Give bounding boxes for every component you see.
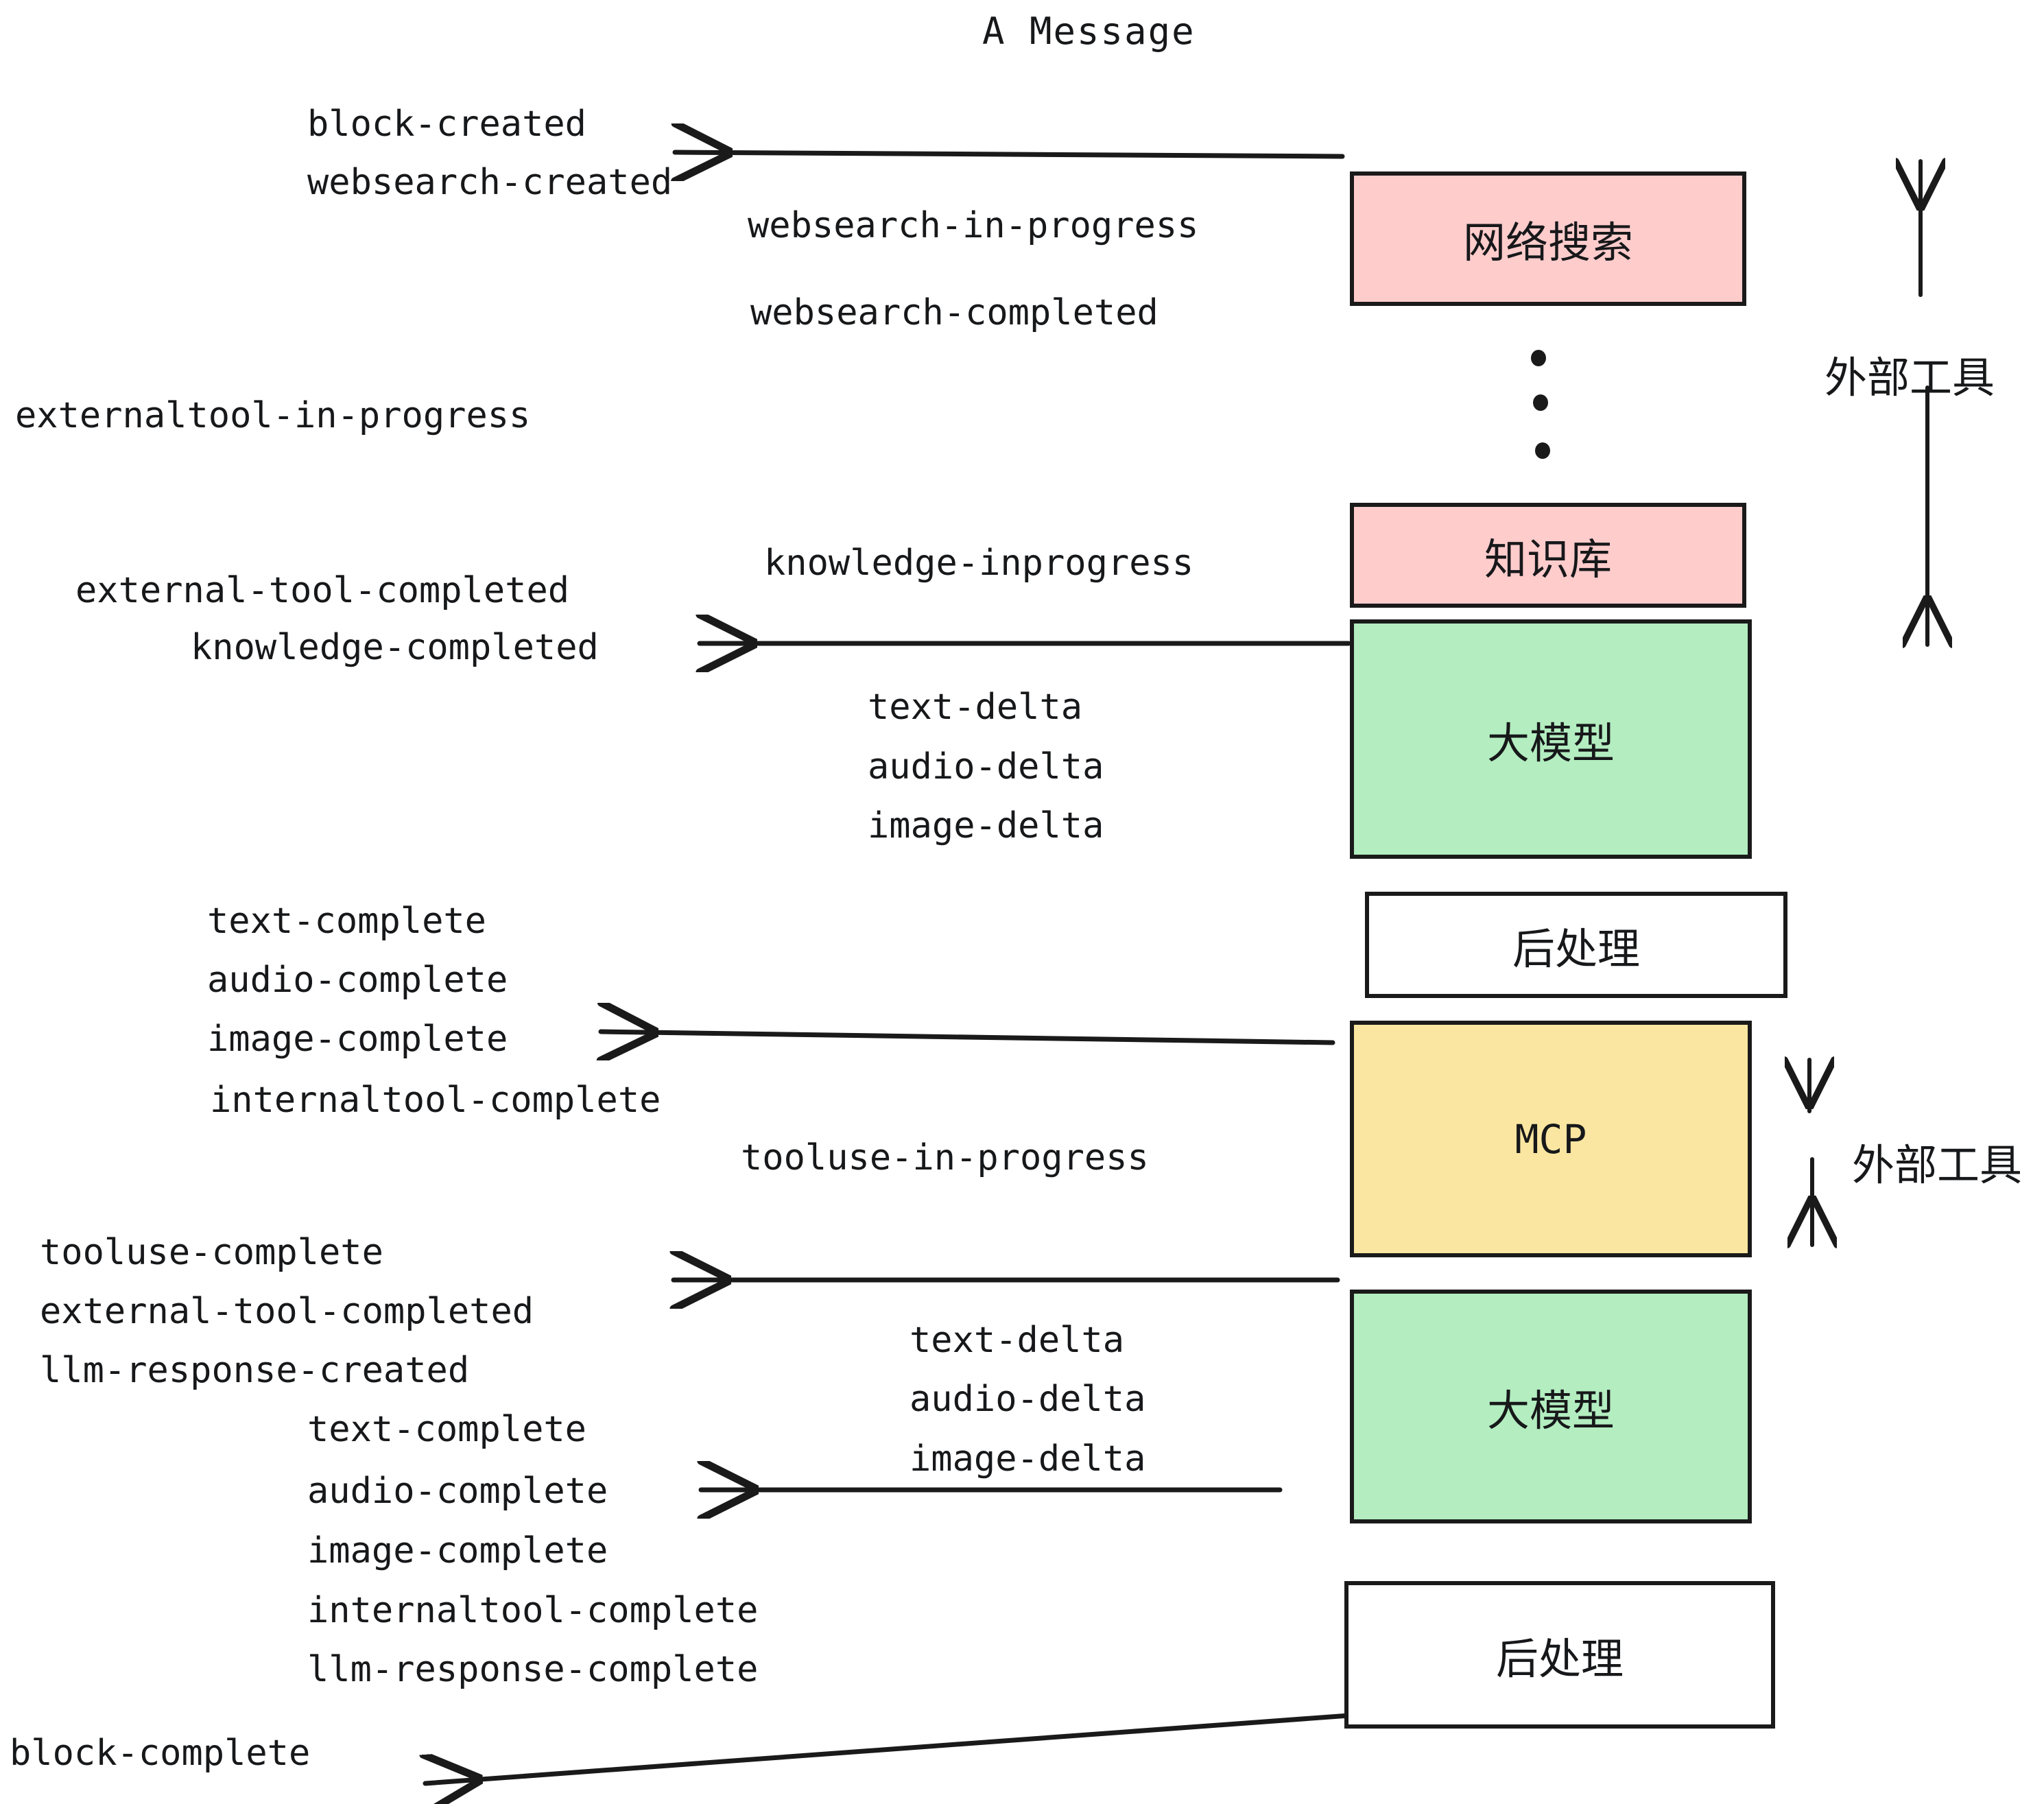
arrow-block-created — [675, 152, 1345, 156]
event-audio-complete-2: audio-complete — [307, 1471, 608, 1512]
event-internaltool-complete-2: internaltool-complete — [307, 1590, 759, 1631]
event-externaltool-in-progress: externaltool-in-progress — [15, 395, 531, 436]
box-mcp: MCP — [1350, 1021, 1752, 1257]
box-llm-top: 大模型 — [1350, 619, 1752, 859]
arrow-block-complete — [425, 1712, 1361, 1783]
event-tooluse-in-progress: tooluse-in-progress — [741, 1137, 1149, 1178]
box-websearch: 网络搜索 — [1350, 171, 1746, 306]
event-internaltool-complete-1: internaltool-complete — [210, 1080, 661, 1121]
page-title: A Message — [982, 10, 1196, 53]
box-knowledge: 知识库 — [1350, 503, 1746, 608]
event-image-complete-1: image-complete — [207, 1019, 508, 1060]
box-llm-bottom: 大模型 — [1350, 1290, 1752, 1523]
event-image-delta-2: image-delta — [910, 1438, 1146, 1480]
event-websearch-created: websearch-created — [307, 162, 673, 203]
label-external-tools-bottom: 外部工具 — [1852, 1140, 2023, 1190]
event-text-delta-2: text-delta — [910, 1320, 1125, 1361]
event-audio-complete-1: audio-complete — [207, 960, 508, 1001]
event-audio-delta-1: audio-delta — [868, 746, 1104, 787]
box-post-bottom: 后处理 — [1344, 1581, 1775, 1729]
event-text-complete-2: text-complete — [307, 1409, 586, 1450]
event-text-complete-1: text-complete — [207, 901, 486, 942]
event-llm-response-complete: llm-response-complete — [307, 1649, 759, 1690]
event-block-complete: block-complete — [10, 1733, 311, 1774]
event-image-delta-1: image-delta — [868, 805, 1104, 846]
event-block-created: block-created — [307, 104, 586, 145]
label-external-tools-top: 外部工具 — [1825, 353, 1995, 403]
event-audio-delta-2: audio-delta — [910, 1379, 1146, 1420]
box-post-top: 后处理 — [1365, 892, 1787, 998]
event-image-complete-2: image-complete — [307, 1530, 608, 1571]
dot-2 — [1533, 394, 1548, 411]
dot-1 — [1531, 350, 1546, 366]
arrow-image-complete — [601, 1032, 1335, 1043]
event-tooluse-complete: tooluse-complete — [40, 1232, 383, 1273]
event-external-tool-completed: external-tool-completed — [75, 570, 570, 611]
event-text-delta-1: text-delta — [868, 687, 1083, 728]
event-llm-response-created: llm-response-created — [40, 1350, 470, 1391]
event-websearch-in-progress: websearch-in-progress — [748, 205, 1199, 246]
event-external-tool-completed-2: external-tool-completed — [40, 1291, 534, 1332]
event-knowledge-inprogress: knowledge-inprogress — [764, 543, 1194, 584]
event-websearch-completed: websearch-completed — [750, 292, 1158, 333]
dot-3 — [1535, 442, 1550, 459]
event-knowledge-completed: knowledge-completed — [191, 627, 599, 668]
